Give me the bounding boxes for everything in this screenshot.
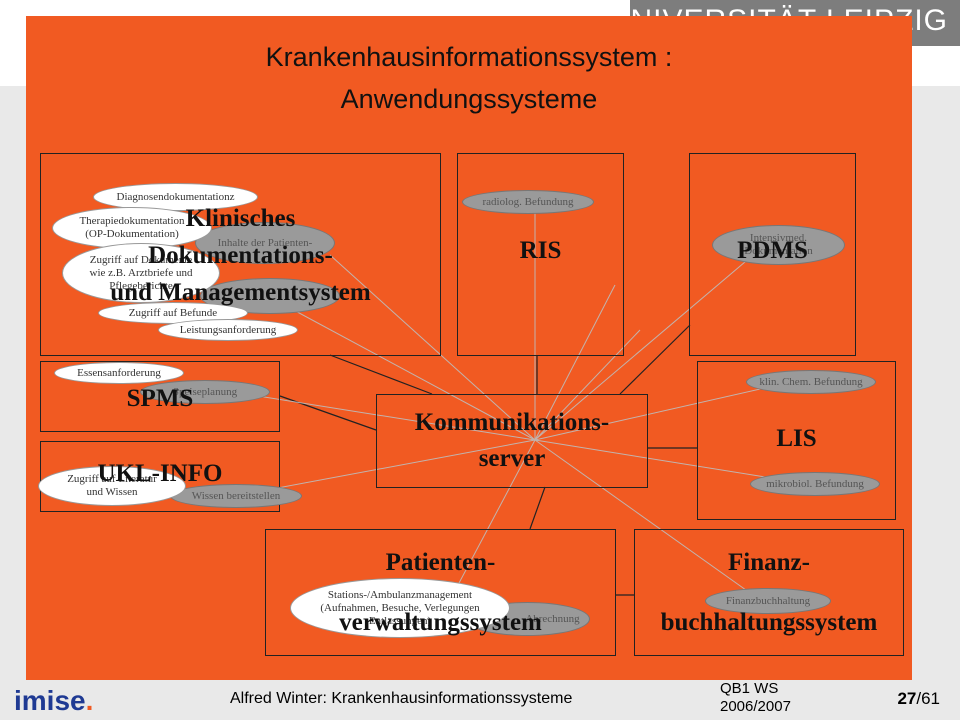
lis-box xyxy=(697,361,896,520)
lis-label: LIS xyxy=(776,425,817,452)
function-leistung-ellipse: Leistungsanforderung xyxy=(158,319,298,341)
line-pdms-kom xyxy=(619,324,691,395)
spms-box xyxy=(40,361,280,432)
fbs-box xyxy=(634,529,904,656)
function-mikrobiol-ellipse: mikrobiol. Befundung xyxy=(750,472,880,496)
fbs-label: Finanz- buchhaltungssystem xyxy=(660,549,878,636)
pdms-box xyxy=(689,153,856,356)
gray-line-11 xyxy=(534,439,761,601)
function-finanzbuch-ellipse: Finanzbuchhaltung xyxy=(705,588,831,614)
gray-line-7 xyxy=(534,379,801,441)
footer: imise. Alfred Winter: Krankenhausinforma… xyxy=(0,680,960,720)
pvs-box xyxy=(265,529,616,656)
kom-box xyxy=(376,394,648,488)
function-therapie-ellipse: Therapiedokumentation(OP-Dokumentation) xyxy=(52,207,212,249)
kdms-box xyxy=(40,153,441,356)
function-klinchem-ellipse: klin. Chem. Befundung xyxy=(746,370,876,394)
pdms-label: PDMS xyxy=(737,237,808,264)
footer-author: Alfred Winter: Krankenhausinformationssy… xyxy=(230,690,573,707)
gray-line-9 xyxy=(239,439,536,496)
pvs-label: Patienten- verwaltungssystem xyxy=(339,549,542,636)
line-kom-pvs xyxy=(529,486,546,530)
footer-semester: QB1 WS 2006/2007 xyxy=(720,680,791,715)
imise-logo: imise. xyxy=(14,685,94,716)
gray-line-1 xyxy=(274,299,536,441)
kom-label: Kommunikations- server xyxy=(414,409,610,472)
gray-line-2 xyxy=(329,254,536,441)
spms-label: SPMS xyxy=(126,385,194,412)
title-line-1: Krankenhausinformationssystem : xyxy=(265,42,673,72)
line-spms-kom xyxy=(279,395,377,431)
ukl-label: UKL-INFO xyxy=(97,460,223,487)
slide-area xyxy=(26,16,912,680)
function-essen-ellipse: Essensanforderung xyxy=(54,362,184,384)
gray-line-10 xyxy=(449,439,536,601)
page-number: 27/61 xyxy=(897,689,940,708)
function-speiseplan-ellipse: Speiseplanung xyxy=(140,380,270,404)
gray-line-4 xyxy=(534,244,766,441)
gray-line-5 xyxy=(534,284,616,441)
kdms-label: Klinisches Dokumentations- und Managemen… xyxy=(110,205,371,306)
gray-line-8 xyxy=(219,389,536,441)
title-line-2: Anwendungssysteme xyxy=(340,84,598,114)
slide-title: Krankenhausinformationssystem : Anwendun… xyxy=(26,36,912,120)
line-kdms-kom xyxy=(329,354,433,395)
function-wissen-ellipse: Wissen bereitstellen xyxy=(170,484,302,508)
ukl-box xyxy=(40,441,280,512)
function-intensiv-ellipse: Intensivmed.Dokumentation xyxy=(712,225,845,265)
gray-line-6 xyxy=(534,329,641,441)
ris-label: RIS xyxy=(519,237,562,264)
function-radiolog-ellipse: radiolog. Befundung xyxy=(462,190,594,214)
function-inhalte-ellipse: Inhalte der Patienten- xyxy=(195,222,335,264)
ris-box xyxy=(457,153,624,356)
function-stations-ellipse: Stations-/Ambulanzmanagement(Aufnahmen, … xyxy=(290,578,510,638)
